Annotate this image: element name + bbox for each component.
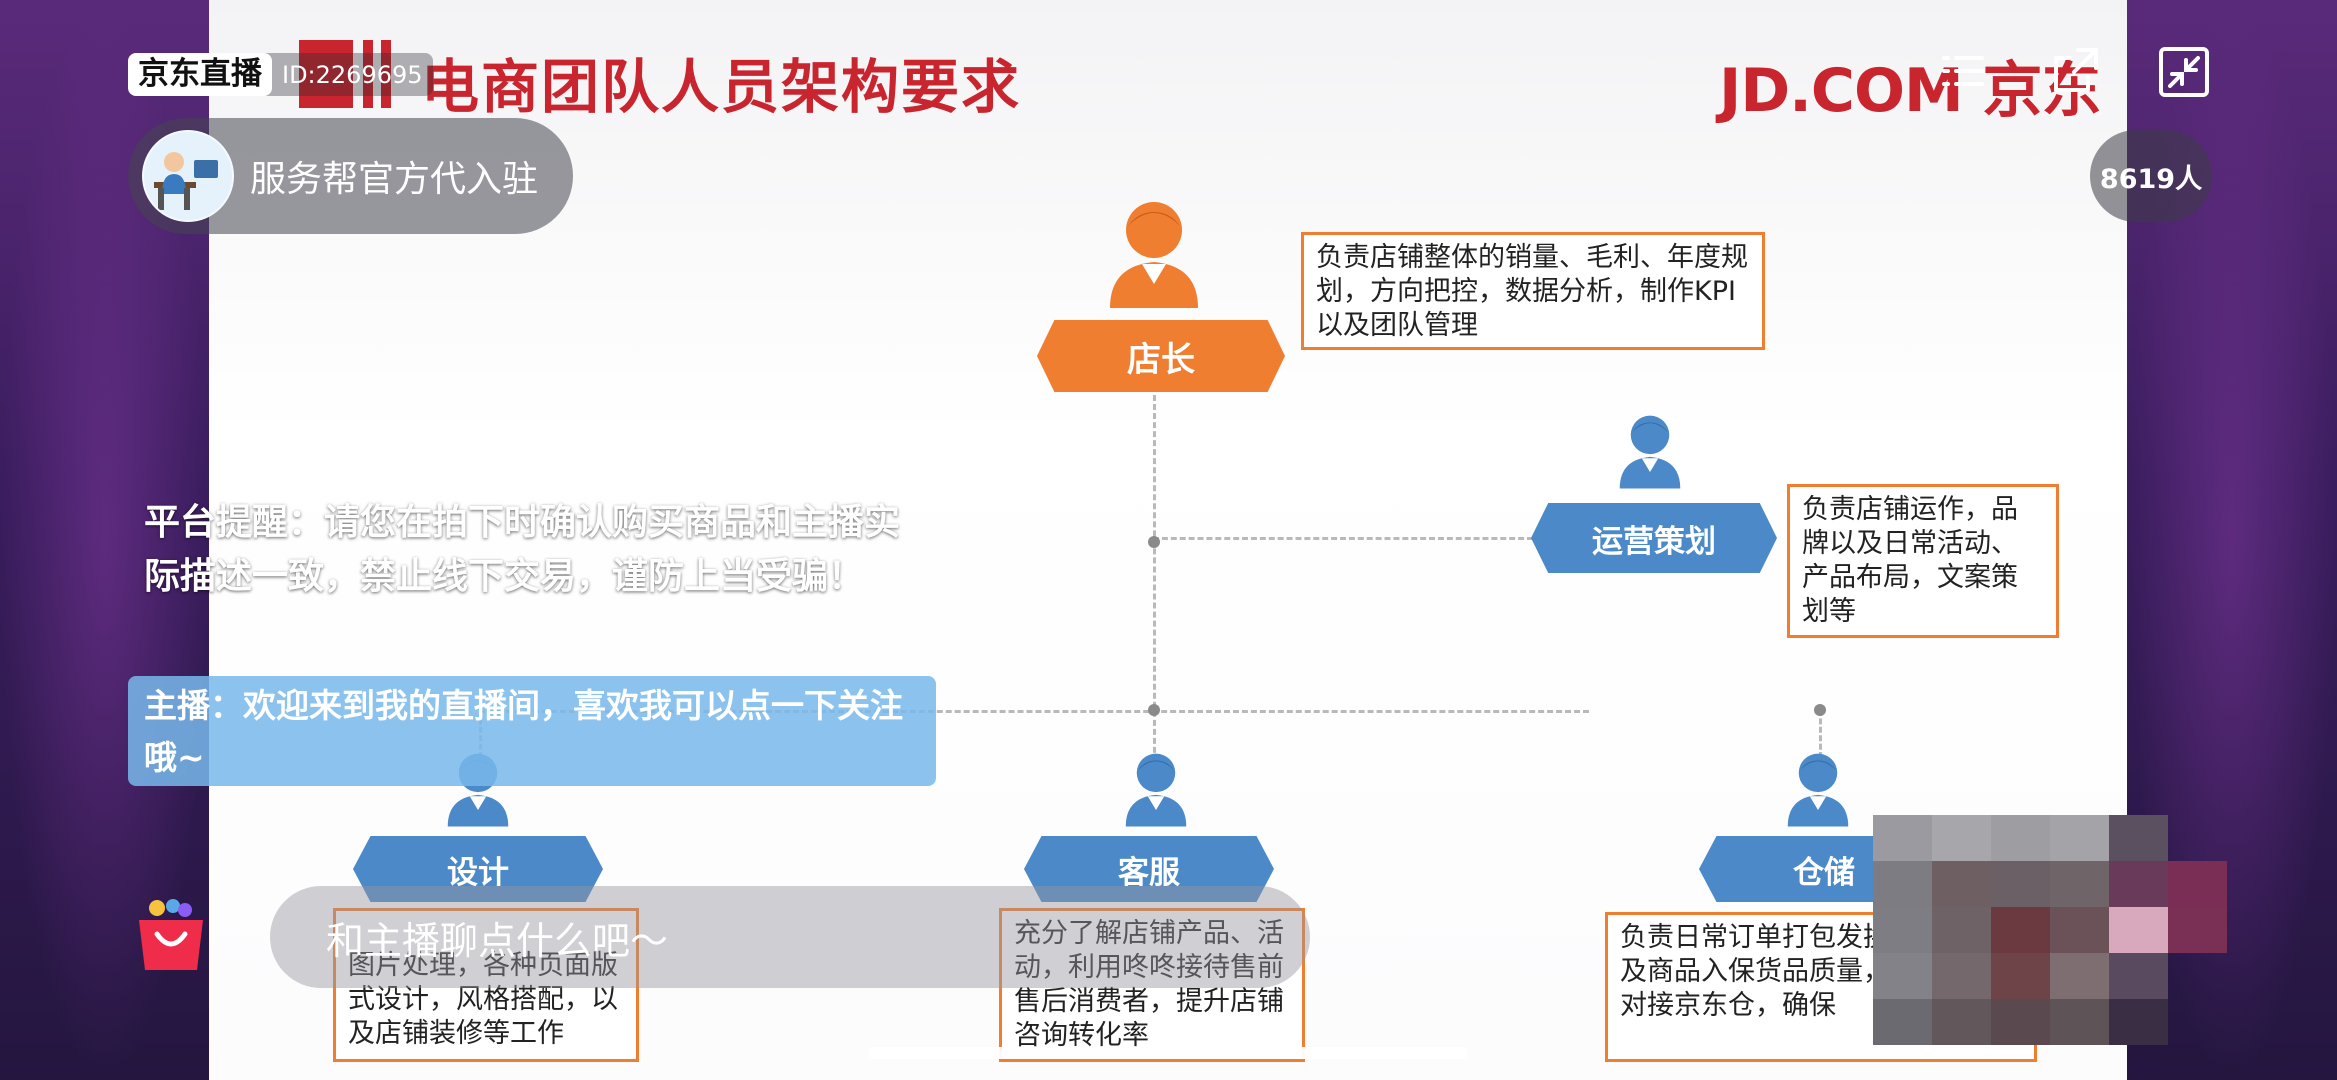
mosaic-overlay — [1873, 815, 2227, 1045]
minimize-window-icon[interactable] — [2158, 46, 2210, 98]
operations-person-icon — [1619, 415, 1681, 489]
manager-person-icon — [1110, 202, 1198, 308]
connector-operations — [1153, 537, 1533, 540]
role-desc-design: 图片处理，各种页面版式设计，风格搭配，以及店铺装修等工作 — [333, 908, 639, 1062]
share-icon[interactable] — [2048, 42, 2104, 98]
anchor-avatar[interactable] — [142, 130, 234, 222]
avatar-image — [144, 132, 232, 220]
menu-icon[interactable] — [1938, 46, 1988, 96]
viewer-count[interactable]: 8619人 — [2090, 130, 2212, 222]
role-desc-operations: 负责店铺运作，品牌以及日常活动、产品布局，文案策划等 — [1787, 484, 2059, 638]
role-tag-operations: 运营策划 — [1531, 503, 1777, 573]
service-person-icon — [1125, 753, 1187, 827]
role-desc-manager: 负责店铺整体的销量、毛利、年度规划，方向把控，数据分析，制作KPI以及团队管理 — [1301, 232, 1765, 350]
slide-title: 电商团队人员架构要求 — [421, 53, 1022, 121]
connector-dot — [1148, 704, 1160, 716]
connector-dot — [1814, 704, 1826, 716]
warehouse-person-icon — [1787, 753, 1849, 827]
chat-input[interactable]: 和主播聊点什么吧～ — [270, 886, 1310, 988]
shopping-bag-icon[interactable] — [133, 898, 209, 974]
role-tag-service: 客服 — [1024, 836, 1274, 902]
role-desc-service: 充分了解店铺产品、活动，利用咚咚接待售前售后消费者，提升店铺咨询转化率 — [999, 908, 1305, 1062]
anchor-profile[interactable]: 服务帮官方代入驻 — [128, 118, 573, 234]
host-message: 主播：欢迎来到我的直播间，喜欢我可以点一下关注哦~ — [128, 676, 936, 786]
home-indicator[interactable] — [868, 1047, 1468, 1059]
connector-bottom — [479, 710, 1589, 713]
anchor-name: 服务帮官方代入驻 — [250, 159, 539, 200]
title-decoration — [299, 40, 409, 108]
connector-dot — [1148, 536, 1160, 548]
connector-warehouse — [1819, 710, 1822, 758]
jd-live-logo: 京东直播 — [128, 53, 272, 96]
jd-brand-logo: JD.COM 京东 — [1719, 56, 2102, 126]
connector-vertical — [1153, 395, 1156, 780]
platform-badge: 京东直播 ID:2269695 — [128, 53, 433, 96]
role-tag-manager: 店长 — [1037, 320, 1285, 392]
role-tag-design: 设计 — [353, 836, 603, 902]
platform-notice: 平台提醒：请您在拍下时确认购买商品和主播实际描述一致，禁止线下交易，谨防上当受骗… — [144, 502, 901, 597]
room-id: ID:2269695 — [282, 60, 423, 89]
